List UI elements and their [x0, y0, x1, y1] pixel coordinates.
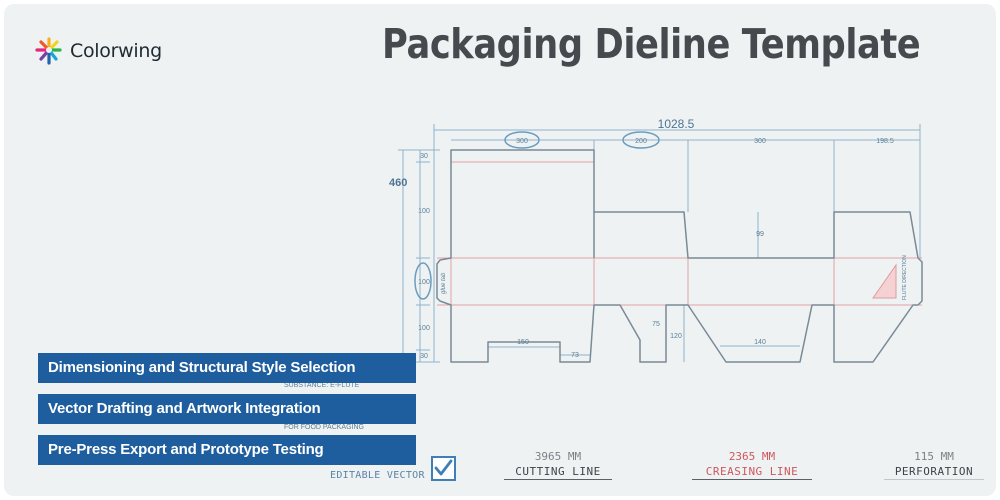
bottom-dim-3: 75 [652, 321, 660, 328]
banner-card: Colorwing Packaging Dieline Template [4, 4, 996, 496]
flute-direction-text: FLUTE DIRECTION [902, 255, 908, 300]
overall-width-label: 1028.5 [658, 117, 695, 131]
tuck-dim: 99 [756, 231, 764, 238]
creasing-line-underline [692, 479, 812, 480]
bottom-dim-5: 140 [754, 339, 766, 346]
panel-dim-1: 300 [516, 138, 528, 145]
substance-note: SUBSTANCE: E-FLUTE [284, 382, 360, 389]
bottom-dim-2: 73 [571, 352, 579, 359]
dim-ellipse-200 [622, 131, 660, 149]
cutting-line-value: 3965 MM [534, 450, 582, 463]
glue-tab-text: glue tab [441, 272, 447, 294]
panel-dim-3: 300 [754, 138, 766, 145]
checkmark-icon [434, 459, 453, 476]
process-steps: Dimensioning and Structural Style Select… [38, 353, 416, 476]
perforation-measure: 115 MM PERFORATION [884, 450, 984, 480]
brand-name: Colorwing [70, 40, 162, 62]
perforation-underline [884, 479, 984, 480]
bottom-dim-1: 150 [517, 339, 529, 346]
step-dimensioning: Dimensioning and Structural Style Select… [38, 353, 416, 383]
glue-dim: 100 [418, 279, 430, 286]
food-note: FOR FOOD PACKAGING [284, 424, 364, 431]
step-vector-drafting: Vector Drafting and Artwork Integration [38, 394, 416, 424]
page-title: Packaging Dieline Template [382, 20, 921, 68]
editable-vector-label: EDITABLE VECTOR [330, 470, 425, 481]
panel-dim-2: 200 [635, 138, 647, 145]
panel-dim-4: 198.5 [876, 138, 894, 145]
colorwing-burst-icon [35, 37, 62, 65]
creasing-line-measure: 2365 MM CREASING LINE [692, 450, 812, 480]
cutting-line-label: CUTTING LINE [515, 465, 601, 478]
crease-lines [437, 161, 922, 306]
dim-ellipse-300 [504, 131, 540, 149]
creasing-line-label: CREASING LINE [705, 465, 799, 478]
perforation-label: PERFORATION [894, 465, 974, 478]
bottom-dim-4: 120 [670, 333, 682, 340]
cut-line [436, 149, 923, 363]
flute-marker [872, 263, 897, 299]
dim-ellipse-100 [414, 262, 432, 300]
cutting-line-underline [504, 479, 612, 480]
vertical-dim-4: 100 [418, 325, 430, 332]
vertical-dim-1: 30 [420, 153, 428, 160]
cutting-line-measure: 3965 MM CUTTING LINE [504, 450, 612, 480]
dieline-drawing: 1028.5 460 300 200 300 198.5 30 100 100 … [284, 117, 923, 431]
step-prepress: Pre-Press Export and Prototype Testing [38, 435, 416, 465]
vertical-dim-2: 100 [418, 208, 430, 215]
vertical-dim-5: 30 [420, 353, 428, 360]
brand-logo[interactable]: Colorwing [34, 36, 162, 66]
creasing-line-value: 2365 MM [728, 450, 776, 463]
perforation-value: 115 MM [914, 450, 954, 463]
checkbox-checked-icon[interactable] [431, 456, 456, 481]
overall-height-label: 460 [389, 177, 407, 189]
